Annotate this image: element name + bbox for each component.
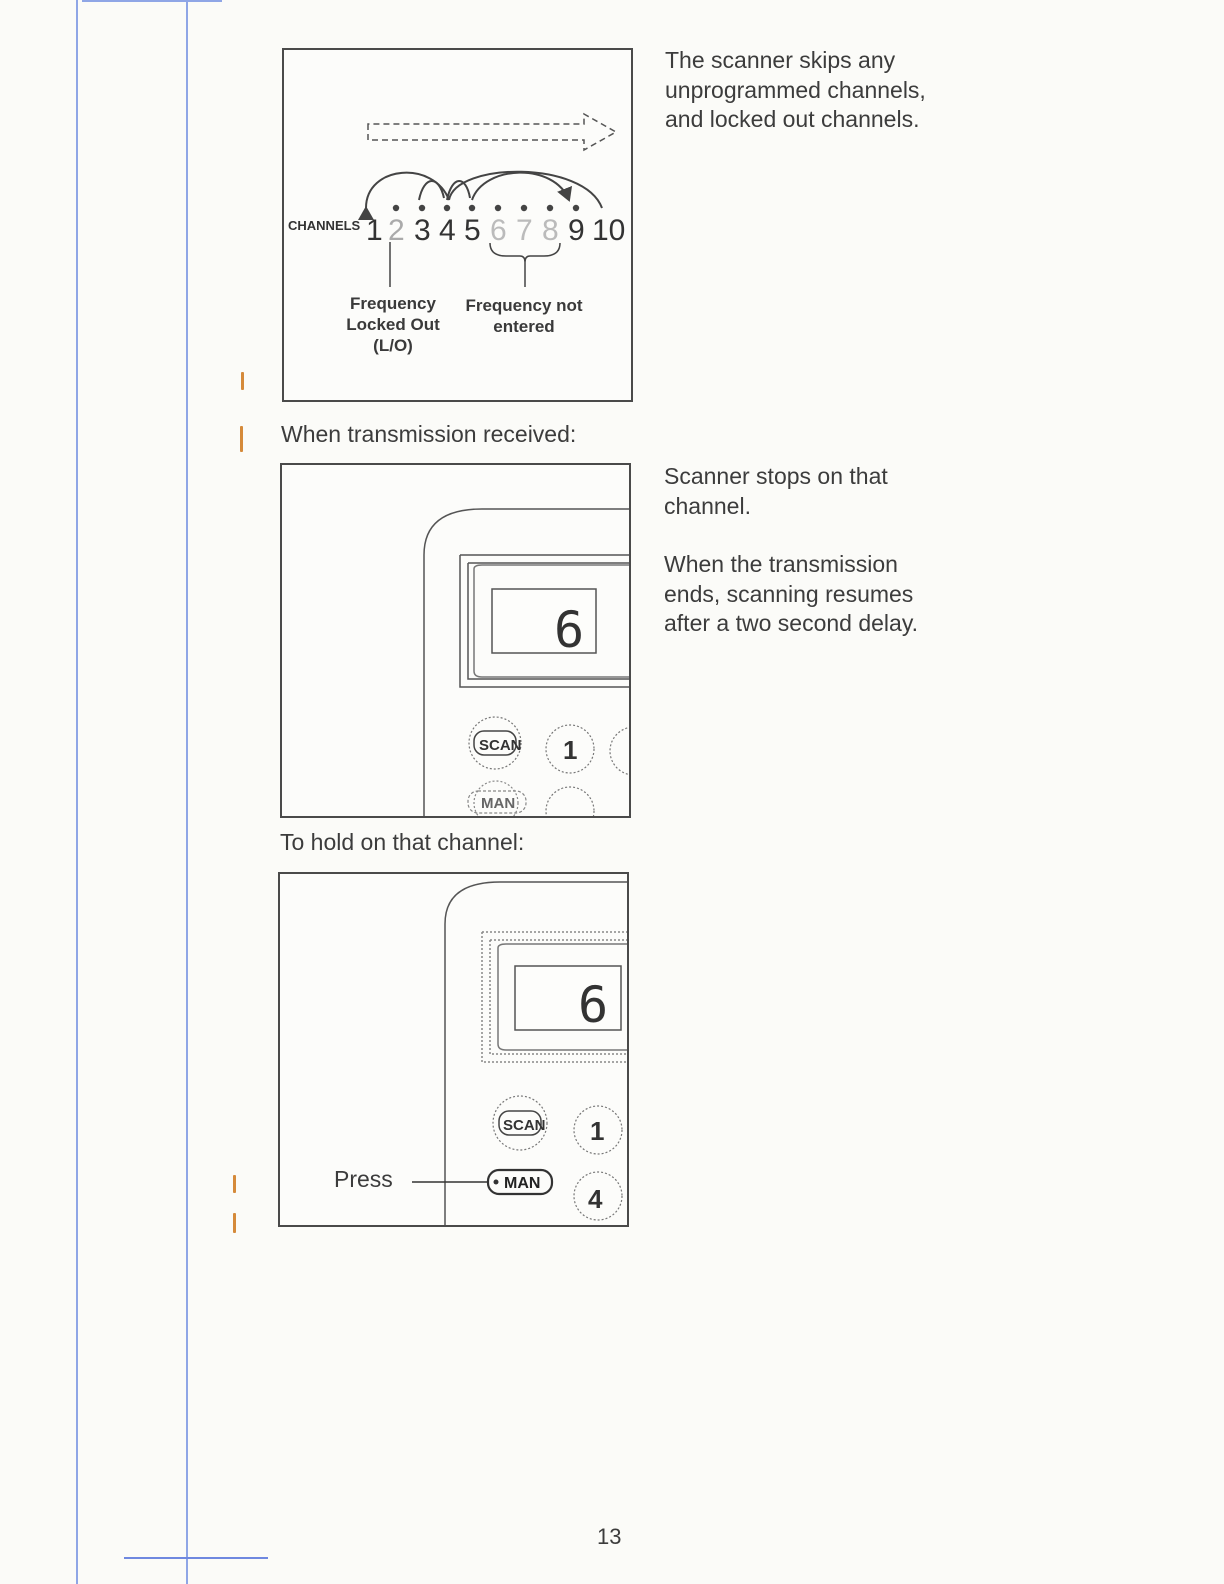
bottom-rule bbox=[124, 1557, 268, 1559]
channel-number: 1 bbox=[366, 214, 383, 247]
key-1: 1 bbox=[573, 1105, 623, 1155]
resumes-text: When the transmission ends, scanning res… bbox=[664, 551, 918, 636]
channel-number: 2 bbox=[388, 214, 405, 247]
press-label: Press bbox=[334, 1166, 393, 1192]
pointer-lines bbox=[389, 242, 561, 287]
skips-description: The scanner skips any unprogrammed chann… bbox=[665, 46, 955, 164]
scan-button-label: SCAN bbox=[503, 1117, 546, 1134]
scanner-body bbox=[444, 881, 627, 1225]
man-button: MAN bbox=[467, 780, 527, 816]
caption-hold-channel: To hold on that channel: bbox=[280, 829, 525, 855]
lcd-display bbox=[491, 588, 597, 654]
key-1-label: 1 bbox=[590, 1116, 604, 1146]
skips-text: The scanner skips any unprogrammed chann… bbox=[665, 47, 926, 132]
locked-out-label: Frequency Locked Out (L/O) bbox=[328, 293, 458, 356]
lcd-digit: 6 bbox=[578, 976, 608, 1034]
locked-out-line: Frequency bbox=[350, 294, 436, 313]
scanner-body bbox=[423, 508, 629, 816]
stops-text: Scanner stops on that channel. bbox=[664, 463, 888, 519]
stops-description: Scanner stops on that channel. When the … bbox=[664, 462, 954, 668]
scan-diagram: CHANNELS 1 2 3 4 5 6 7 8 9 10 Frequency … bbox=[282, 48, 633, 402]
channel-number: 8 bbox=[542, 214, 559, 247]
key-partial-right bbox=[609, 726, 629, 776]
lcd-digit: 6 bbox=[554, 601, 584, 659]
channel-number: 5 bbox=[464, 214, 481, 247]
key-1-label: 1 bbox=[563, 735, 577, 765]
scan-button: SCAN bbox=[492, 1095, 548, 1151]
man-button-label: MAN bbox=[504, 1175, 540, 1192]
scan-button-label: SCAN bbox=[479, 737, 522, 754]
not-entered-line: Frequency not bbox=[465, 296, 583, 315]
channel-number: 9 bbox=[568, 214, 585, 247]
margin-mark bbox=[240, 426, 243, 452]
top-rule bbox=[82, 0, 222, 2]
man-button: MAN bbox=[486, 1168, 554, 1196]
hold-channel-illustration: 6 SCAN 1 MAN 4 Press bbox=[278, 872, 629, 1227]
key-4-partial bbox=[545, 786, 595, 816]
margin-line-left bbox=[76, 0, 78, 1584]
locked-out-line: (L/O) bbox=[373, 336, 413, 355]
caption-transmission-received: When transmission received: bbox=[281, 421, 577, 447]
channel-number: 6 bbox=[490, 214, 507, 247]
margin-mark bbox=[241, 372, 244, 390]
scan-arrow bbox=[367, 112, 618, 152]
channel-number: 10 bbox=[592, 214, 625, 247]
not-entered-line: entered bbox=[493, 317, 555, 336]
man-button-label: MAN bbox=[481, 795, 515, 812]
scanner-stop-illustration: 6 SCAN 1 MAN bbox=[280, 463, 631, 818]
channel-number: 7 bbox=[516, 214, 533, 247]
locked-out-line: Locked Out bbox=[346, 315, 440, 334]
scan-button: SCAN bbox=[468, 716, 522, 770]
key-4-label: 4 bbox=[588, 1184, 603, 1214]
channel-number: 3 bbox=[414, 214, 431, 247]
margin-mark bbox=[233, 1213, 236, 1233]
margin-line-inner bbox=[186, 0, 188, 1584]
skip-arcs bbox=[357, 170, 603, 221]
lcd-display bbox=[514, 965, 622, 1031]
channel-number-list: 1 2 3 4 5 6 7 8 9 10 bbox=[366, 214, 625, 247]
channels-label: CHANNELS bbox=[288, 218, 361, 233]
key-1: 1 bbox=[545, 724, 595, 774]
margin-mark bbox=[233, 1175, 236, 1193]
not-entered-label: Frequency not entered bbox=[454, 295, 594, 337]
channel-leds bbox=[392, 204, 580, 212]
channel-number: 4 bbox=[439, 214, 456, 247]
page-number: 13 bbox=[597, 1524, 622, 1549]
key-4: 4 bbox=[573, 1171, 623, 1221]
